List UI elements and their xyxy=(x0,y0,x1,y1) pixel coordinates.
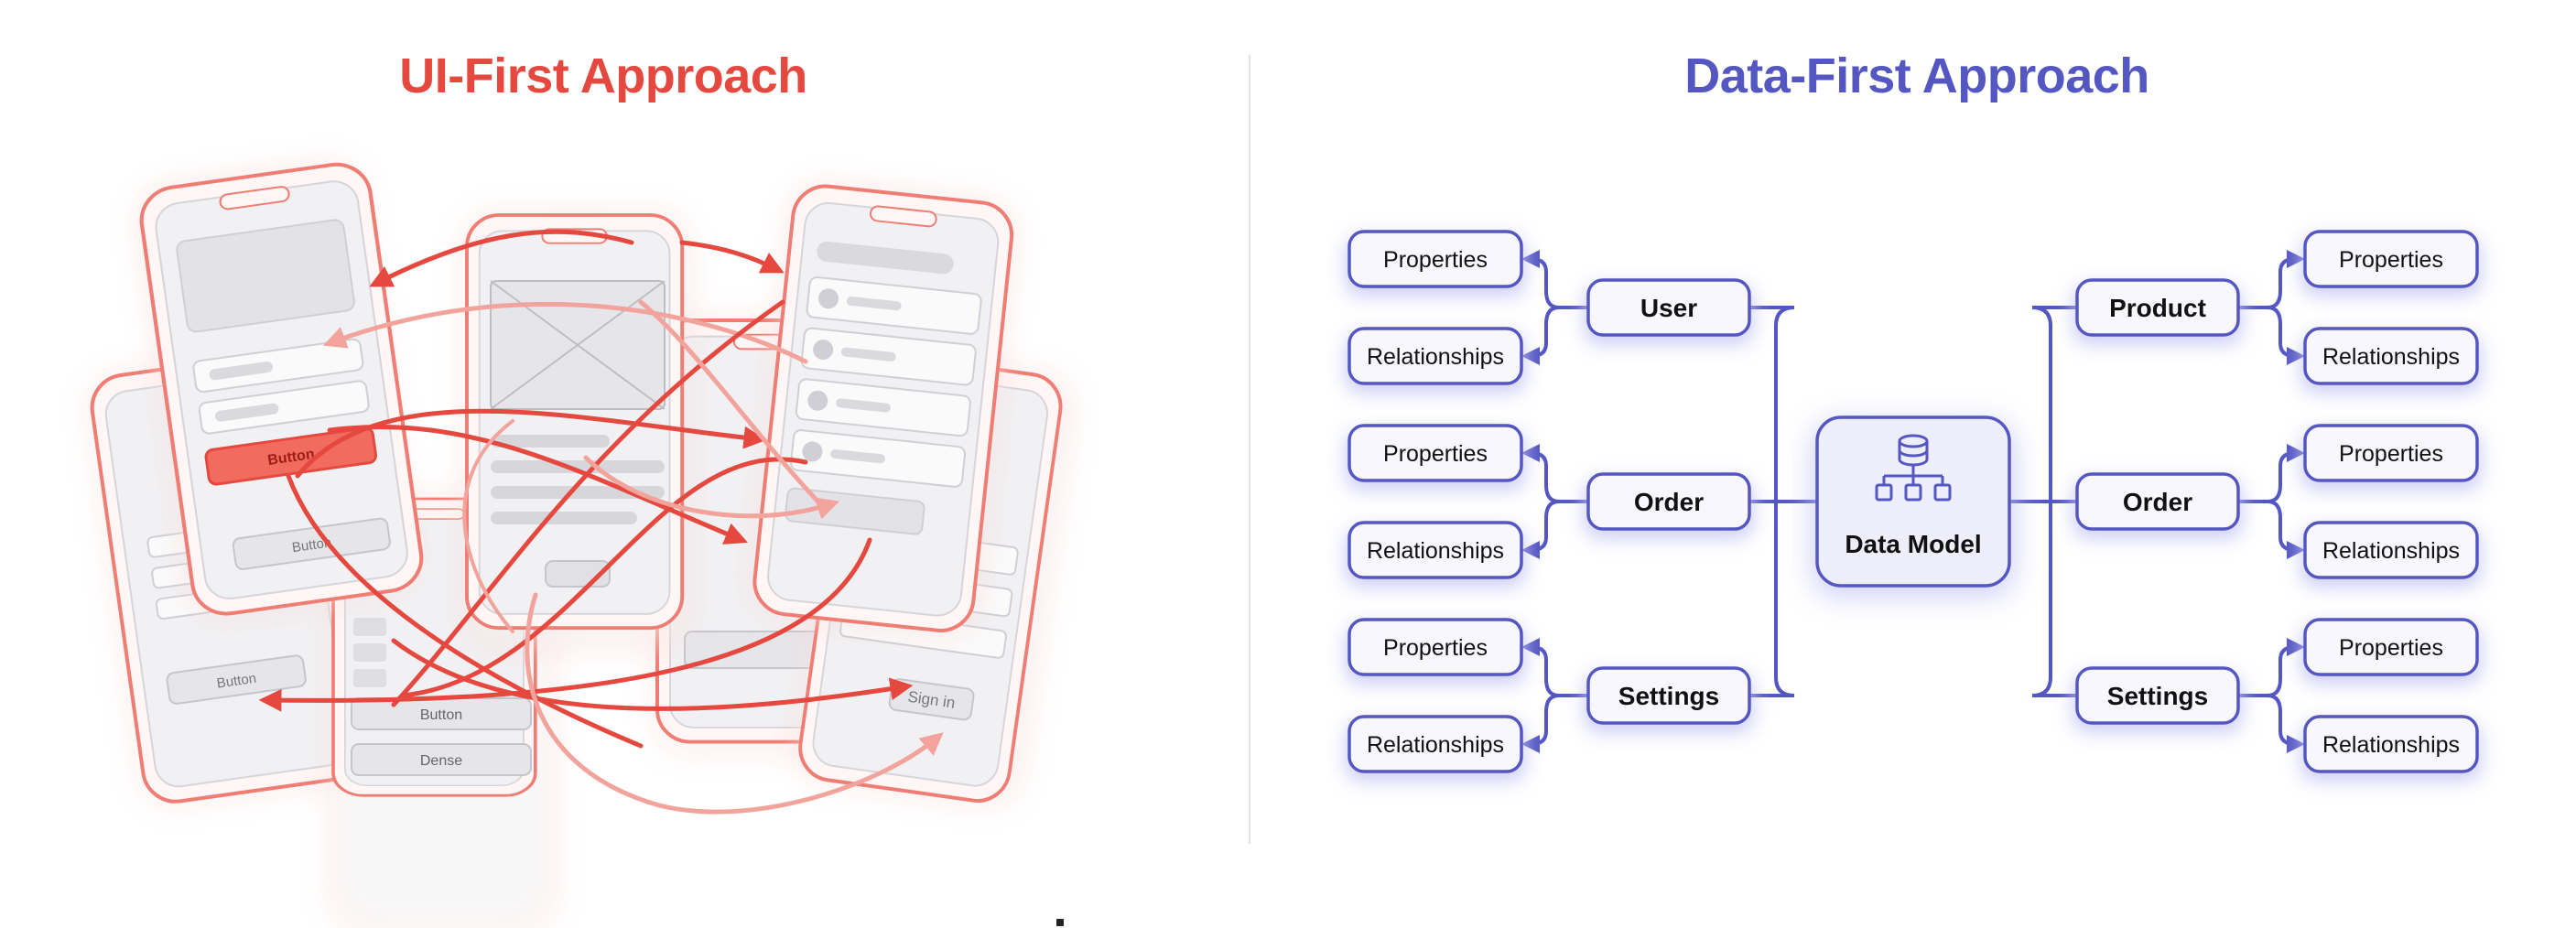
left_entities-child-2-1: Relationships xyxy=(1346,715,1525,781)
right_entities-child-link-2-0 xyxy=(2238,638,2305,697)
left_entities-child-2-1-label: Relationships xyxy=(1367,732,1504,758)
right_entities-child-link-2-1 xyxy=(2238,694,2305,753)
right_entities-link-0 xyxy=(2031,298,2244,502)
left_entities-child-link-1-1 xyxy=(1521,500,1588,559)
left_entities-child-0-0-label: Properties xyxy=(1383,247,1488,273)
tangled-arrows xyxy=(258,229,944,815)
right_entities-child-2-0-label: Properties xyxy=(2339,635,2443,661)
right_entities-link-2 xyxy=(2031,502,2244,705)
right_entities-child-0-1-label: Relationships xyxy=(2322,344,2460,370)
left_entities-child-link-1-0 xyxy=(1521,444,1588,503)
left_entities-entity-2: Settings xyxy=(1585,666,1753,732)
left_entities-child-link-0-0 xyxy=(1521,250,1588,309)
right_entities-child-0-1: Relationships xyxy=(2301,327,2481,393)
right_entities-child-0-0: Properties xyxy=(2301,230,2481,296)
left_entities-child-0-1: Relationships xyxy=(1346,327,1525,393)
left_entities-child-2-0: Properties xyxy=(1346,618,1525,684)
bottom-marker xyxy=(1056,919,1064,926)
left_entities-link-0 xyxy=(1583,298,1795,502)
phone-back-center: Button Dense xyxy=(331,497,555,928)
right_entities-child-1-1: Relationships xyxy=(2301,521,2481,587)
left_entities-link-2 xyxy=(1583,502,1795,705)
ui-first-illustration: Button Button Dense Sign in Butto xyxy=(86,0,1076,928)
data-first-title: Data-First Approach xyxy=(1684,49,2149,103)
right_entities-child-link-0-0 xyxy=(2238,250,2305,309)
ui-first-title: UI-First Approach xyxy=(399,49,807,103)
left_entities-child-1-0-label: Properties xyxy=(1383,441,1488,467)
button-label-dense: Dense xyxy=(420,753,462,769)
left_entities-entity-1: Order xyxy=(1585,472,1753,538)
diagram-nodes: Data ModelUserPropertiesRelationshipsOrd… xyxy=(1346,230,2481,781)
right_entities-child-2-1: Relationships xyxy=(2301,715,2481,781)
right_entities-child-1-0: Properties xyxy=(2301,424,2481,490)
left_entities-child-1-1-label: Relationships xyxy=(1367,538,1504,564)
right_entities-child-link-0-1 xyxy=(2238,306,2305,365)
right_entities-entity-1-label: Order xyxy=(2123,488,2192,516)
database-hierarchy-icon xyxy=(1875,434,1952,502)
button-label-a: Button xyxy=(216,671,257,692)
left_entities-child-1-1: Relationships xyxy=(1346,521,1525,587)
phone-front-right xyxy=(749,181,1017,636)
right_entities-entity-1: Order xyxy=(2073,472,2242,538)
right_entities-entity-2: Settings xyxy=(2073,666,2242,732)
data-model-node-label: Data Model xyxy=(1845,530,1981,558)
left_entities-child-link-2-1 xyxy=(1521,694,1588,753)
section-divider xyxy=(1249,55,1250,844)
left_entities-child-link-2-0 xyxy=(1521,638,1588,697)
left_entities-child-2-0-label: Properties xyxy=(1383,635,1488,661)
diagram-connectors xyxy=(1521,250,2305,753)
right_entities-entity-2-label: Settings xyxy=(2107,682,2208,710)
data-model-node: Data Model xyxy=(1813,415,2013,595)
right_entities-entity-0-label: Product xyxy=(2109,294,2206,322)
button-label-c: Button xyxy=(420,707,462,723)
phone-front-left: Button Button xyxy=(137,160,426,618)
right_entities-child-0-0-label: Properties xyxy=(2339,247,2443,273)
left_entities-child-0-1-label: Relationships xyxy=(1367,344,1504,370)
right_entities-child-link-1-1 xyxy=(2238,500,2305,559)
right_entities-entity-0: Product xyxy=(2073,278,2242,344)
right_entities-child-2-0: Properties xyxy=(2301,618,2481,684)
left_entities-entity-0-label: User xyxy=(1640,294,1697,322)
left_entities-child-0-0: Properties xyxy=(1346,230,1525,296)
right_entities-child-link-1-0 xyxy=(2238,444,2305,503)
right_entities-child-1-0-label: Properties xyxy=(2339,441,2443,467)
phone-front-center xyxy=(465,213,688,647)
button-label-b: Button xyxy=(291,534,332,556)
right_entities-child-1-1-label: Relationships xyxy=(2322,538,2460,564)
right_entities-child-2-1-label: Relationships xyxy=(2322,732,2460,758)
left_entities-child-link-0-1 xyxy=(1521,306,1588,365)
left_entities-entity-1-label: Order xyxy=(1634,488,1704,516)
left_entities-entity-2-label: Settings xyxy=(1618,682,1719,710)
left_entities-entity-0: User xyxy=(1585,278,1753,344)
left_entities-child-1-0: Properties xyxy=(1346,424,1525,490)
